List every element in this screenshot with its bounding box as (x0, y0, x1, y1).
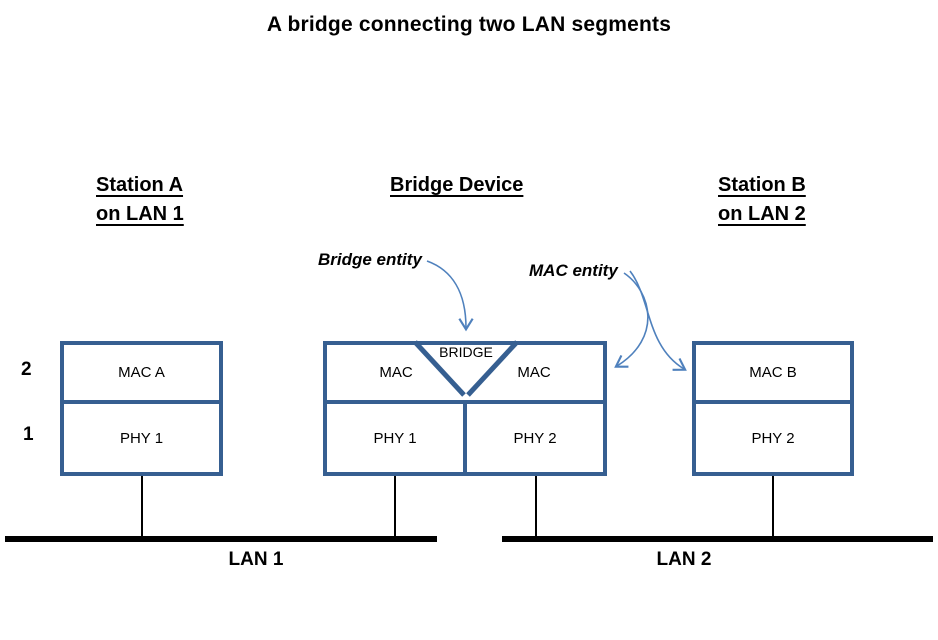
station-a-heading-line1: Station A (96, 174, 184, 196)
mac-entity-arrow-to-bridge (614, 272, 649, 368)
bridge-mac-right-cell: MAC (465, 345, 603, 400)
bridge-device-heading-text: Bridge Device (390, 174, 524, 196)
station-b-phy-label: PHY 2 (751, 429, 795, 447)
station-b-mac-label: MAC B (749, 364, 797, 381)
bridge-phy-divider (463, 404, 467, 472)
bridge-wedge-label: BRIDGE (439, 344, 493, 360)
station-a-mac-cell: MAC A (64, 345, 219, 404)
bridge-mac-right-label: MAC (517, 364, 551, 381)
station-b-heading-line2: on LAN 2 (718, 203, 806, 225)
bridge-mac-left-cell: MAC (327, 345, 465, 400)
station-a-box: MAC A PHY 1 (60, 341, 223, 476)
station-b-mac-cell: MAC B (696, 345, 850, 404)
bridge-phy2-cell: PHY 2 (467, 404, 603, 472)
station-a-mac-label: MAC A (118, 364, 165, 381)
bridge-device-box: MAC MAC PHY 1 PHY 2 (323, 341, 607, 476)
bridge-entity-label: Bridge entity (318, 250, 422, 269)
layer-2-label: 2 (21, 359, 32, 380)
layer-1-label: 1 (23, 424, 34, 445)
station-a-heading-line2: on LAN 1 (96, 203, 184, 225)
bridge-phy-row: PHY 1 PHY 2 (327, 404, 603, 472)
station-b-heading: Station B on LAN 2 (718, 171, 806, 229)
bridge-mac-row: MAC MAC (327, 345, 603, 404)
station-a-phy-label: PHY 1 (119, 429, 164, 447)
station-b-heading-line1: Station B (718, 174, 806, 196)
station-a-phy-cell: PHY 1 (64, 404, 219, 472)
diagram-title: A bridge connecting two LAN segments (266, 13, 672, 36)
bridge-phy1-cell: PHY 1 (327, 404, 463, 472)
bridge-phy2-label: PHY 2 (513, 429, 557, 447)
lan1-label: LAN 1 (228, 549, 284, 570)
bridge-phy1-label: PHY 1 (373, 429, 417, 447)
station-b-phy-cell: PHY 2 (696, 404, 850, 472)
bridge-entity-arrow (426, 260, 474, 332)
station-b-box: MAC B PHY 2 (692, 341, 854, 476)
bridge-device-heading: Bridge Device (390, 171, 523, 200)
mac-entity-label: MAC entity (529, 261, 618, 280)
lan2-label: LAN 2 (656, 549, 712, 570)
mac-entity-arrow-to-station-b (629, 270, 687, 371)
bridge-mac-left-label: MAC (379, 364, 413, 381)
station-a-heading: Station A on LAN 1 (96, 171, 184, 229)
